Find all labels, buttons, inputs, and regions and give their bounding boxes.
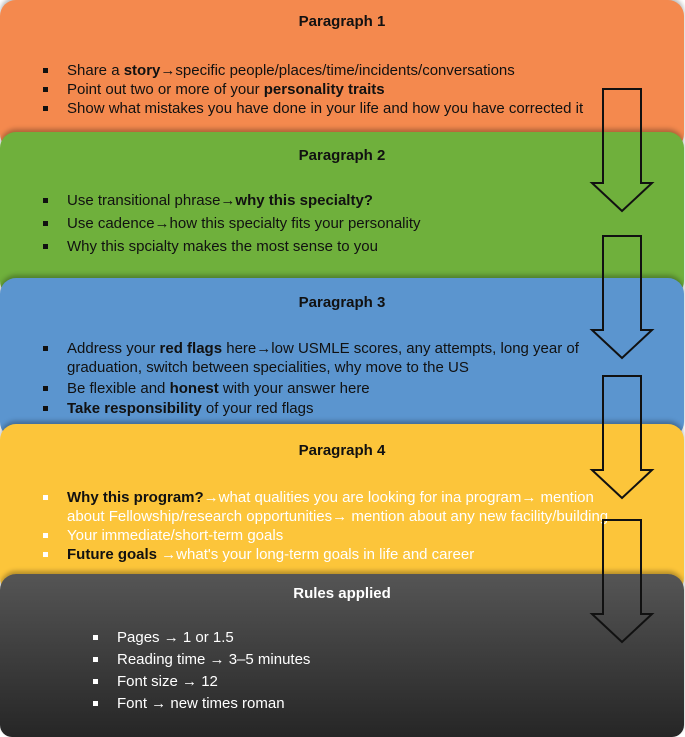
rules-title: Rules applied: [293, 585, 391, 602]
rule-item: Font size → 12: [92, 672, 310, 691]
rule-item: Font → new times roman: [92, 694, 310, 713]
list-item: Future goals →what's your long-term goal…: [42, 545, 622, 564]
bold-phrase: story: [123, 62, 161, 79]
paragraph-2-box: Paragraph 2 Use transitional phrase→why …: [0, 132, 684, 297]
paragraph-2-list: Use transitional phrase→why this special…: [42, 191, 421, 256]
bold-phrase: personality traits: [263, 81, 385, 98]
paragraph-4-list: Why this program?→what qualities you are…: [42, 488, 622, 564]
rule-item: Pages → 1 or 1.5: [92, 628, 310, 647]
paragraph-4-box: Paragraph 4 Why this program?→what quali…: [0, 424, 684, 594]
paragraph-3-box: Paragraph 3 Address your red flags here→…: [0, 278, 684, 438]
arrow-down-icon: [589, 235, 655, 360]
rule-item: Reading time → 3–5 minutes: [92, 650, 310, 669]
rules-list: Pages → 1 or 1.5 Reading time → 3–5 minu…: [92, 628, 310, 713]
arrow-down-icon: [589, 375, 655, 500]
list-item: Take responsibility of your red flags: [42, 399, 612, 418]
paragraph-3-title: Paragraph 3: [298, 294, 386, 311]
list-item: Be flexible and honest with your answer …: [42, 379, 612, 398]
bold-phrase: Why this program?: [67, 489, 204, 506]
bold-phrase: honest: [169, 380, 219, 397]
bold-phrase: Future goals: [67, 546, 158, 563]
list-item: Share a story→specific people/places/tim…: [42, 61, 583, 80]
paragraph-1-list: Share a story→specific people/places/tim…: [42, 61, 583, 118]
paragraph-1-box: Paragraph 1 Share a story→specific peopl…: [0, 0, 684, 150]
bold-phrase: why this specialty?: [235, 192, 373, 209]
bold-phrase: Take responsibility: [67, 400, 202, 417]
paragraph-2-title: Paragraph 2: [298, 147, 386, 164]
rules-box: Rules applied Pages → 1 or 1.5 Reading t…: [0, 574, 684, 737]
list-item: Use cadence→how this specialty fits your…: [42, 214, 421, 233]
list-item: Point out two or more of your personalit…: [42, 80, 583, 99]
list-item: Why this spcialty makes the most sense t…: [42, 237, 421, 256]
arrow-down-icon: [589, 88, 655, 213]
bold-phrase: red flags: [159, 340, 223, 357]
list-item: Address your red flags here→low USMLE sc…: [42, 339, 612, 377]
paragraph-1-title: Paragraph 1: [298, 13, 386, 30]
list-item: Use transitional phrase→why this special…: [42, 191, 421, 210]
list-item: Your immediate/short-term goals: [42, 526, 622, 545]
arrow-down-icon: [589, 519, 655, 644]
list-item: Show what mistakes you have done in your…: [42, 99, 583, 118]
paragraph-4-title: Paragraph 4: [298, 442, 386, 459]
list-item: Why this program?→what qualities you are…: [42, 488, 622, 526]
paragraph-3-list: Address your red flags here→low USMLE sc…: [42, 339, 612, 418]
